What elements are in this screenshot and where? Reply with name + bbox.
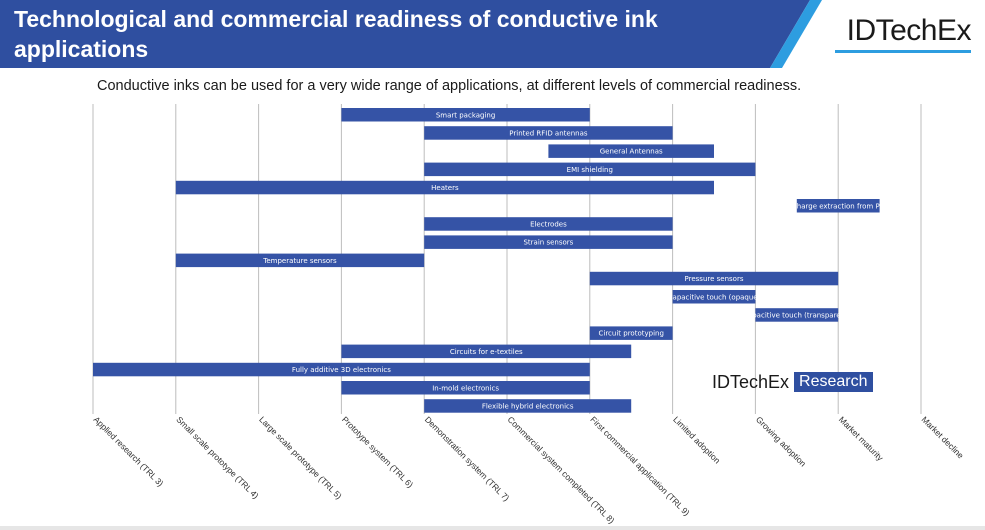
bar-label: Charge extraction from PV bbox=[792, 202, 885, 210]
bar-10: Capacitive touch (opaque) bbox=[668, 290, 761, 304]
bar-rect bbox=[341, 381, 590, 395]
bar-label: Printed RFID antennas bbox=[509, 129, 588, 137]
bar-rect bbox=[424, 235, 673, 249]
stage-label-7: Limited adoption bbox=[671, 414, 722, 465]
bar-13: Circuits for e-textiles bbox=[341, 344, 632, 359]
stage-label-4: Demonstration system (TRL 7) bbox=[423, 414, 512, 503]
bar-12: Circuit prototyping bbox=[589, 326, 673, 340]
bar-label: In-mold electronics bbox=[432, 384, 499, 392]
stage-label-10: Market decline bbox=[920, 414, 966, 460]
watermark-brand: IDTechEx bbox=[712, 371, 790, 392]
bar-8: Temperature sensors bbox=[175, 253, 425, 268]
chart-subtitle: Conductive inks can be used for a very w… bbox=[97, 78, 802, 94]
bar-16: Flexible hybrid electronics bbox=[424, 399, 632, 413]
stage-label-0: Applied research (TRL 3) bbox=[92, 414, 166, 488]
title-band-shape bbox=[0, 0, 810, 68]
bar-1: Printed RFID antennas bbox=[424, 126, 673, 140]
stage-label-6: First commercial application (TRL 9) bbox=[588, 414, 691, 517]
bar-label: Smart packaging bbox=[436, 111, 495, 119]
bar-rect bbox=[175, 180, 715, 195]
bar-rect bbox=[341, 344, 632, 359]
bar-11: Capacitive touch (transparent) bbox=[743, 308, 851, 322]
bar-rect bbox=[424, 399, 632, 413]
bar-rect bbox=[424, 162, 756, 177]
bar-6: Electrodes bbox=[424, 217, 673, 231]
bar-rect bbox=[589, 326, 673, 340]
stage-axis-labels: Applied research (TRL 3)Small scale prot… bbox=[92, 414, 966, 525]
watermark-research-box: Research bbox=[794, 372, 873, 392]
header-band: Technological and commercial readiness o… bbox=[0, 0, 985, 68]
bar-label: EMI shielding bbox=[567, 166, 613, 174]
idtechex-logo: IDTechEx bbox=[846, 14, 972, 47]
bar-5: Charge extraction from PV bbox=[792, 199, 885, 213]
bar-rect bbox=[672, 290, 756, 304]
research-watermark: IDTechEx Research bbox=[712, 370, 873, 394]
bar-label: Capacitive touch (opaque) bbox=[668, 293, 761, 301]
bar-rect bbox=[93, 362, 590, 377]
bar-3: EMI shielding bbox=[424, 162, 756, 177]
bar-label: Heaters bbox=[431, 184, 459, 192]
stage-label-1: Small scale prototype (TRL 4) bbox=[174, 414, 260, 500]
bar-label: Temperature sensors bbox=[262, 257, 337, 265]
bar-label: Pressure sensors bbox=[685, 275, 744, 283]
bar-label: Capacitive touch (transparent) bbox=[743, 311, 851, 319]
bar-4: Heaters bbox=[175, 180, 715, 195]
logo-underline bbox=[835, 50, 971, 53]
header-background bbox=[0, 0, 822, 68]
page-title: Technological and commercial readiness o… bbox=[14, 6, 658, 62]
bar-rect bbox=[548, 144, 714, 158]
stage-label-3: Prototype system (TRL 6) bbox=[340, 414, 415, 489]
bar-0: Smart packaging bbox=[341, 108, 590, 122]
bar-label: General Antennas bbox=[600, 148, 663, 156]
bar-label: Fully additive 3D electronics bbox=[292, 366, 391, 374]
bar-label: Flexible hybrid electronics bbox=[482, 402, 574, 410]
bar-rect bbox=[175, 253, 425, 268]
bar-rect bbox=[424, 217, 673, 231]
stage-label-8: Growing adoption bbox=[754, 414, 808, 468]
bar-rect bbox=[341, 108, 590, 122]
bar-label: Circuits for e-textiles bbox=[450, 348, 523, 356]
bar-rect bbox=[755, 308, 839, 322]
bar-label: Strain sensors bbox=[523, 239, 573, 247]
bar-14: Fully additive 3D electronics bbox=[93, 362, 590, 377]
bar-label: Circuit prototyping bbox=[599, 330, 664, 338]
bar-rect bbox=[589, 271, 839, 286]
bar-label: Electrodes bbox=[530, 220, 567, 228]
stage-label-9: Market maturity bbox=[837, 414, 886, 463]
bar-15: In-mold electronics bbox=[341, 381, 590, 395]
bar-rect bbox=[796, 199, 880, 213]
bar-9: Pressure sensors bbox=[589, 271, 839, 286]
bar-7: Strain sensors bbox=[424, 235, 673, 249]
stage-label-2: Large scale prototype (TRL 5) bbox=[257, 414, 344, 501]
bar-2: General Antennas bbox=[548, 144, 714, 158]
bottom-rule bbox=[0, 526, 985, 530]
bar-rect bbox=[424, 126, 673, 140]
title-band-accent-stripe bbox=[770, 0, 822, 68]
